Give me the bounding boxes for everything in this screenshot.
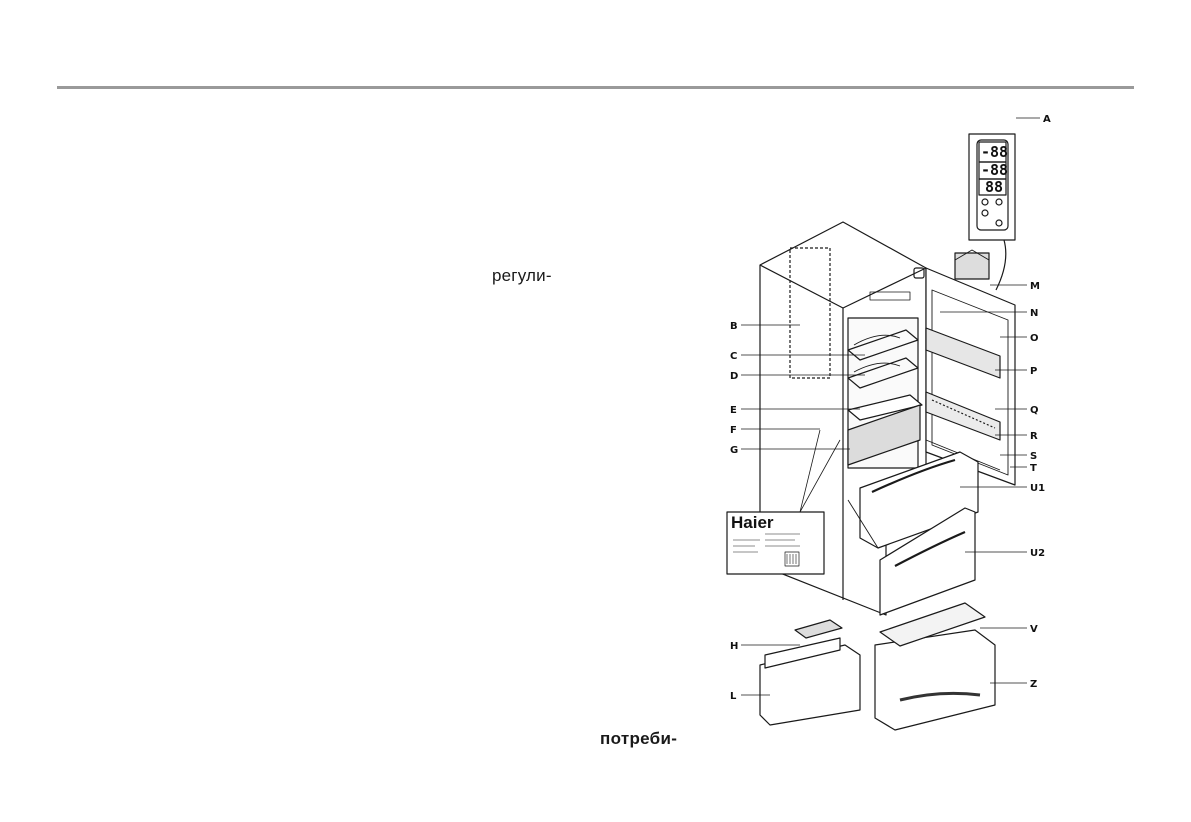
label-N: N (1030, 308, 1038, 319)
label-P: P (1030, 366, 1037, 377)
rear-panel-dashed (789, 247, 831, 379)
label-S: S (1030, 451, 1037, 462)
part-labels: A B C D E F G H L M N O P Q R S T U1 U2 … (730, 114, 1051, 702)
removed-baskets (759, 602, 996, 731)
refrigerator-door (925, 249, 1016, 486)
fan-icon (981, 198, 989, 206)
text-fragment-regulator: регули- (492, 266, 552, 285)
label-E: E (730, 405, 737, 416)
label-G: G (730, 445, 738, 456)
label-U1: U1 (1030, 483, 1045, 494)
display-readout-3: 88 (985, 178, 1003, 196)
freezer-drawers (847, 451, 979, 616)
mode-icon (981, 209, 989, 217)
label-L: L (730, 691, 737, 702)
label-V: V (1030, 624, 1038, 635)
label-D: D (730, 371, 738, 382)
header-rule (57, 86, 1134, 89)
label-U2: U2 (1030, 548, 1045, 559)
label-R: R (1030, 431, 1038, 442)
brand-logo: Haier (731, 513, 774, 532)
snowflake-icon (995, 198, 1003, 206)
label-C: C (730, 351, 737, 362)
label-B: B (730, 321, 738, 332)
label-M: M (1030, 281, 1040, 292)
label-F: F (730, 425, 737, 436)
label-A: A (1043, 114, 1051, 125)
control-panel-detail: -88 -88 88 (968, 133, 1016, 291)
label-T: T (1030, 463, 1037, 474)
callout-lines (741, 117, 1040, 696)
label-O: O (1030, 333, 1039, 344)
display-readout-1: -88 (981, 143, 1008, 161)
power-icon (995, 219, 1003, 227)
butter-box (954, 252, 990, 280)
rating-plate: Haier (726, 511, 825, 575)
display-readout-2: -88 (981, 161, 1008, 179)
label-Z: Z (1030, 679, 1037, 690)
text-fragment-consumer: потреби- (600, 729, 678, 748)
fridge-shelves (847, 329, 923, 466)
label-H: H (730, 641, 738, 652)
label-Q: Q (1030, 405, 1039, 416)
